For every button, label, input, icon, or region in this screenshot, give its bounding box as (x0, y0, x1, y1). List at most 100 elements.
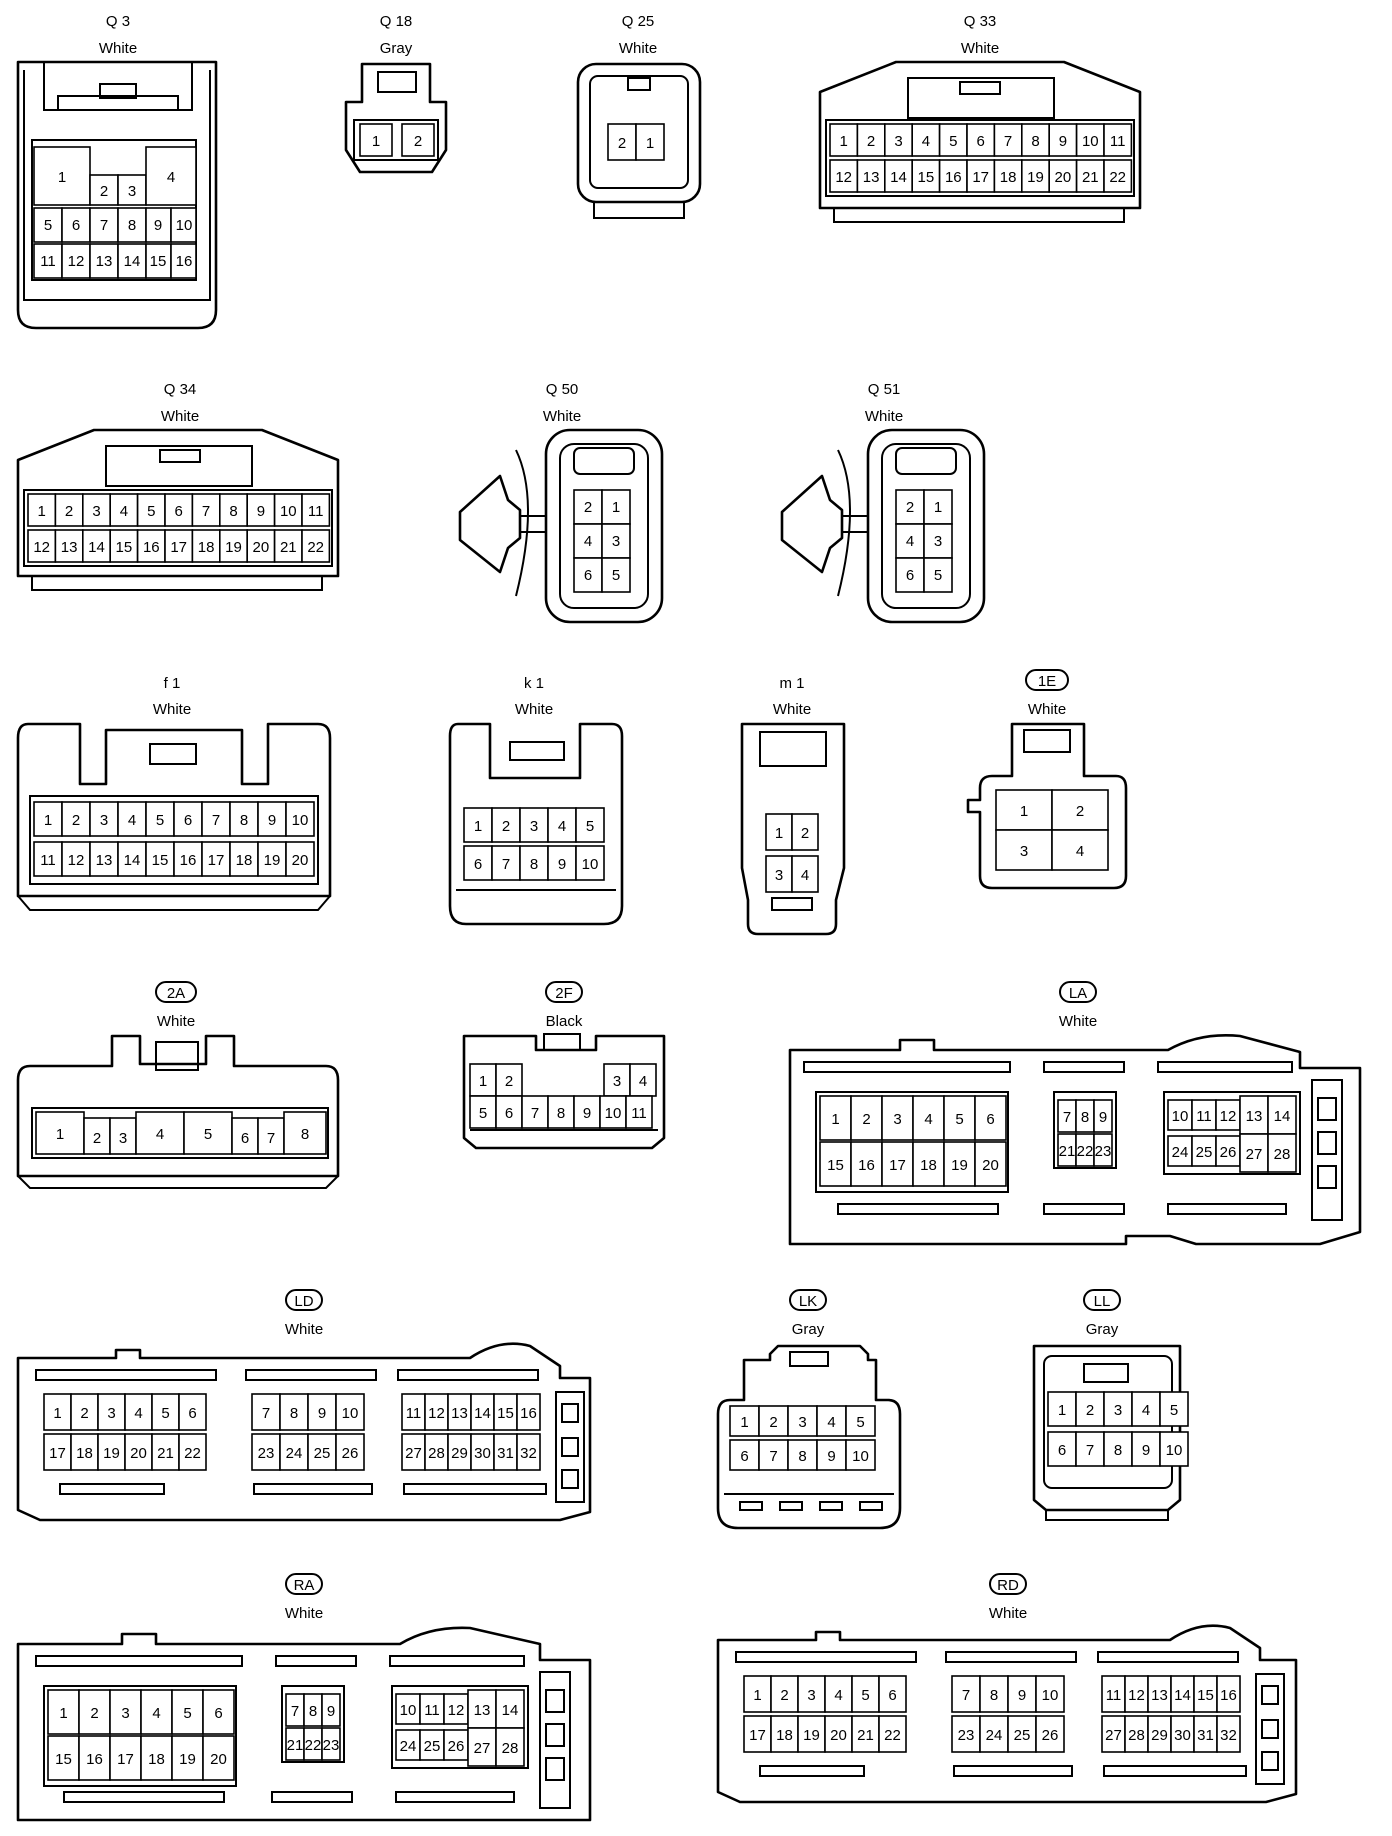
connector-housing (16, 1342, 592, 1522)
pin-box (285, 801, 315, 837)
pin-label: 14 (88, 539, 105, 556)
pin-box (816, 1439, 847, 1471)
pin-label: 17 (117, 1751, 134, 1768)
pin-label: 14 (502, 1702, 519, 1719)
pin-label: 30 (1174, 1727, 1191, 1744)
pin-label: 4 (1142, 1402, 1150, 1419)
pin-box (938, 159, 968, 193)
housing-detail (1261, 1685, 1279, 1705)
pin-box (787, 1439, 818, 1471)
pin-label: 10 (1082, 133, 1099, 150)
pin-label: 4 (922, 133, 930, 150)
housing-rail (35, 1369, 217, 1381)
pin-label: 6 (1058, 1442, 1066, 1459)
pin-label: 22 (1077, 1143, 1094, 1160)
pin-label: 5 (949, 133, 957, 150)
pin-label: 7 (1086, 1442, 1094, 1459)
pin-area (391, 1685, 529, 1769)
pin-box (124, 1433, 153, 1471)
pin-box (1093, 1099, 1113, 1133)
pin-label: 6 (906, 567, 914, 584)
pin-label: 8 (128, 217, 136, 234)
connector-id: RA (294, 1577, 315, 1594)
connector-id: LL (1094, 1293, 1111, 1310)
housing-rail (397, 1369, 539, 1381)
pin-label: 12 (835, 169, 852, 186)
pin-box (419, 1693, 445, 1725)
pin-label: 24 (400, 1738, 417, 1755)
connector-color: White (543, 408, 581, 425)
pin-label: 5 (156, 812, 164, 829)
pin-label: 10 (176, 217, 193, 234)
pin-label: 21 (287, 1737, 304, 1754)
connector-id: RD (997, 1577, 1019, 1594)
pin-label: 2 (618, 135, 626, 152)
pin-label: 23 (958, 1727, 975, 1744)
housing-rail (837, 1203, 999, 1215)
pin-box (1267, 1133, 1297, 1173)
housing-rail (35, 1655, 243, 1667)
pin-box (547, 845, 577, 881)
pin-label: 13 (474, 1702, 491, 1719)
connector-color: White (99, 40, 137, 57)
pin-box (171, 1735, 204, 1781)
pin-box (279, 1393, 309, 1431)
pin-box (219, 529, 249, 563)
pin-label: 9 (154, 217, 162, 234)
pin-label: 8 (557, 1105, 565, 1122)
connector-q18: Q 18 Gray 1 2 (344, 13, 448, 174)
pin-box (395, 1693, 421, 1725)
pin-label: 2 (72, 812, 80, 829)
housing-latch (759, 731, 827, 767)
pin-label: 19 (803, 1727, 820, 1744)
pin-label: 4 (801, 867, 809, 884)
pin-label: 2 (1076, 803, 1084, 820)
pin-label: 3 (100, 812, 108, 829)
pin-label: 8 (990, 1687, 998, 1704)
pin-box (43, 1433, 72, 1471)
housing-detail (1261, 1751, 1279, 1771)
pin-label: 4 (834, 1687, 842, 1704)
housing-latch (155, 1041, 199, 1071)
pin-label: 8 (290, 1405, 298, 1422)
pin-box (743, 1715, 772, 1753)
pin-label: 6 (72, 217, 80, 234)
connector-q3: Q 3 White 1 2 3 4 5 6 7 8 9 10 11 12 13 … (16, 13, 218, 330)
pin-label: 10 (1172, 1108, 1189, 1125)
connector-id: f 1 (164, 675, 181, 692)
pin-label: 4 (639, 1073, 647, 1090)
pin-area (1163, 1091, 1301, 1175)
pin-box (851, 1715, 880, 1753)
pin-label: 7 (212, 812, 220, 829)
pin-label: 28 (502, 1740, 519, 1757)
housing-rail (275, 1655, 357, 1667)
housing-rail (395, 1791, 515, 1803)
connector-id: m 1 (779, 675, 804, 692)
pin-label: 5 (934, 567, 942, 584)
pin-label: 17 (972, 169, 989, 186)
pin-label: 20 (830, 1727, 847, 1744)
pin-box (78, 1735, 111, 1781)
pin-label: 28 (428, 1445, 445, 1462)
pin-label: 28 (1128, 1727, 1145, 1744)
pin-label: 10 (280, 503, 297, 520)
housing-side (1255, 1673, 1285, 1785)
pin-box (516, 1393, 541, 1431)
pin-label: 1 (59, 1705, 67, 1722)
pin-box (993, 123, 1023, 157)
housing-rail (1157, 1061, 1293, 1073)
pin-label: 20 (982, 1157, 999, 1174)
pin-label: 3 (893, 1111, 901, 1128)
pin-label: 20 (292, 852, 309, 869)
pin-box (1216, 1675, 1241, 1713)
pin-label: 20 (1055, 169, 1072, 186)
pin-label: 13 (1151, 1687, 1168, 1704)
pin-box (307, 1433, 337, 1471)
pin-label: 5 (612, 567, 620, 584)
housing-detail (545, 1723, 565, 1747)
pin-label: 1 (58, 169, 66, 186)
pin-box (43, 1393, 72, 1431)
